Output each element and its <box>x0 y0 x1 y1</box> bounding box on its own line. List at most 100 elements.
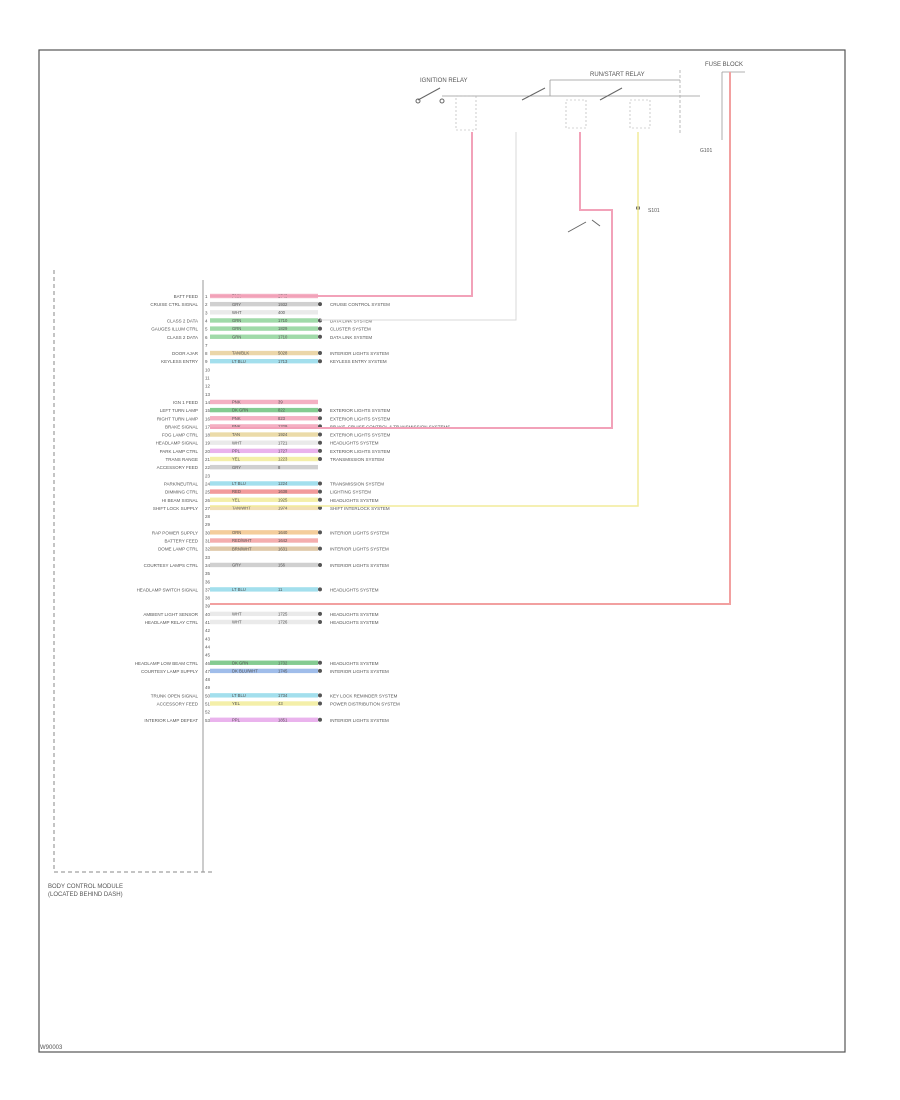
circuit-label: LEFT TURN LAMP <box>160 408 198 413</box>
pin-number: 15 <box>205 408 211 413</box>
connector-arrow-icon <box>318 562 322 567</box>
wire-band <box>210 668 318 674</box>
wire-band <box>210 562 318 568</box>
circuit-label: DOOR AJAR <box>172 351 199 356</box>
circuit-label: DIMMING CTRL <box>165 490 198 495</box>
connector-arrow-icon <box>318 693 322 698</box>
wire-band <box>210 546 318 551</box>
circuit-label: FOG LAMP CTRL <box>162 433 199 438</box>
circuit-label: ACCESSORY FEED <box>157 465 199 470</box>
circuit-number: 11 <box>278 587 283 592</box>
circuit-number: 1721 <box>278 440 288 445</box>
destination-system: CRUISE CONTROL SYSTEM <box>330 302 390 307</box>
pin-number: 50 <box>205 693 211 698</box>
circuit-label: PARK/NEUTRAL <box>164 481 199 486</box>
wire-color: PPL <box>232 717 241 722</box>
circuit-number: 1726 <box>278 620 288 625</box>
wire-color: YEL <box>232 457 241 462</box>
wire-band <box>210 660 318 665</box>
destination-system: HEADLIGHTS SYSTEM <box>330 620 379 625</box>
ground-label: G101 <box>700 148 712 154</box>
wire-color: DK GRN <box>232 660 248 665</box>
circuit-label: HI BEAM SIGNAL <box>162 498 199 503</box>
wire-color: WHT <box>232 440 242 445</box>
pin-number: 1 <box>205 294 208 299</box>
circuit-label: COURTESY LAMPS CTRL <box>144 563 199 568</box>
connector-arrow-icon <box>318 497 322 502</box>
wire-band <box>210 701 318 706</box>
pin-number: 46 <box>205 661 211 666</box>
circuit-label: DOME LAMP CTRL <box>158 547 198 552</box>
pin-number: 52 <box>205 710 211 715</box>
circuit-label: CLASS 2 DATA <box>167 318 198 323</box>
pin-number: 26 <box>205 498 211 503</box>
circuit-number: 43 <box>278 701 283 706</box>
pin-number: 32 <box>205 547 211 552</box>
pin-number: 31 <box>205 539 211 544</box>
module-boundary <box>53 270 214 873</box>
circuit-label: CLASS 2 DATA <box>167 335 198 340</box>
circuit-number: 1638 <box>278 489 288 494</box>
wire <box>210 132 639 507</box>
circuit-label: BRAKE SIGNAL <box>165 424 199 429</box>
circuit-label: HEADLAMP SWITCH SIGNAL <box>137 587 199 592</box>
circuit-label: TRANS RANGE <box>165 457 198 462</box>
connector-arrow-icon <box>318 489 322 494</box>
circuit-number: 1734 <box>278 693 288 698</box>
circuit-number: 1710 <box>278 318 288 323</box>
destination-system: TRANSMISSION SYSTEM <box>330 457 384 462</box>
wire-band <box>210 505 318 511</box>
wire-band <box>210 530 318 535</box>
wire-band <box>210 432 318 437</box>
circuit-number: 1732 <box>278 660 288 665</box>
splice-label: S101 <box>648 208 660 214</box>
circuit-number: 1932 <box>278 302 288 307</box>
wire-color: PNK <box>232 416 241 421</box>
destination-system: LIGHTING SYSTEM <box>330 490 371 495</box>
connector-arrow-icon <box>318 546 322 551</box>
wire-color: WHT <box>232 310 242 315</box>
circuit-number: 1223 <box>278 457 288 462</box>
circuit-number: 823 <box>278 416 286 421</box>
wire-color: ORN <box>232 530 241 535</box>
destination-system: EXTERIOR LIGHTS SYSTEM <box>330 449 391 454</box>
wire-band <box>210 693 318 698</box>
circuit-label: SHIFT LOCK SUPPLY <box>153 506 198 511</box>
destination-system: INTERIOR LIGHTS SYSTEM <box>330 718 389 723</box>
pin-number: 41 <box>205 620 211 625</box>
destination-system: HEADLIGHTS SYSTEM <box>330 612 379 617</box>
wire-color: WHT <box>232 611 242 616</box>
circuit-label: ACCESSORY FEED <box>157 702 199 707</box>
wire-band <box>210 440 318 445</box>
pin-number: 23 <box>205 473 211 478</box>
connector-arrow-icon <box>318 326 322 331</box>
pin-number: 43 <box>205 636 211 641</box>
pin-number: 16 <box>205 416 211 421</box>
relay-label: IGNITION RELAY <box>420 78 468 84</box>
circuit-number: 5028 <box>278 351 288 356</box>
wire-color: TAN <box>232 432 240 437</box>
wire-band <box>210 611 318 617</box>
destination-system: INTERIOR LIGHTS SYSTEM <box>330 669 389 674</box>
destination-system: EXTERIOR LIGHTS SYSTEM <box>330 408 391 413</box>
circuit-number: 1974 <box>278 506 288 511</box>
pin-number: 14 <box>205 400 211 405</box>
destination-system: BRAKE, CRUISE CONTROL & TRANSMISSION SYS… <box>330 424 450 429</box>
pin-number: 11 <box>205 376 210 381</box>
destination-system: POWER DISTRIBUTION SYSTEM <box>330 702 400 707</box>
circuit-number: 1329 <box>278 424 288 429</box>
wire <box>320 132 517 321</box>
wire-band <box>210 448 318 454</box>
destination-system: HEADLIGHTS SYSTEM <box>330 498 379 503</box>
module-location: (LOCATED BEHIND DASH) <box>48 892 123 898</box>
pin-number: 49 <box>205 685 211 690</box>
pin-number: 42 <box>205 628 211 633</box>
wire-band <box>210 424 318 429</box>
wire-band <box>210 310 318 315</box>
wire-band <box>210 619 318 625</box>
wire <box>210 72 731 605</box>
connector-arrow-icon <box>318 660 322 665</box>
circuit-label: RIGHT TURN LAMP <box>157 416 198 421</box>
wire <box>210 132 613 429</box>
connector-arrow-icon <box>318 408 322 413</box>
